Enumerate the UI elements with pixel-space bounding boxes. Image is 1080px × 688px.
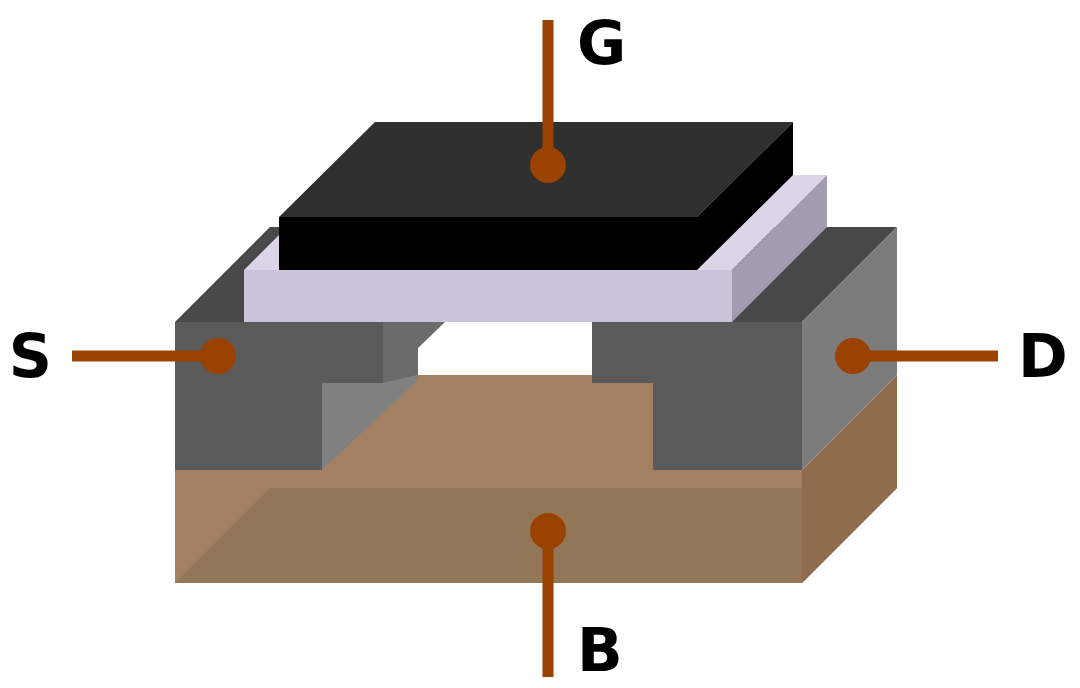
pin-name: D (1018, 326, 1068, 386)
terminal-dots (200, 147, 871, 549)
drain-side (802, 227, 897, 470)
body-wire (543, 531, 554, 677)
source-contact (200, 338, 236, 374)
source-wire (72, 351, 218, 362)
pin-name: B (577, 620, 623, 680)
substrate-shade (175, 488, 897, 583)
source-inner-side (383, 322, 445, 383)
terminal-wires (72, 20, 998, 677)
source-region (175, 322, 383, 470)
gate-wire (543, 20, 554, 165)
gate-electrode (279, 217, 697, 270)
body-contact (530, 513, 566, 549)
pin-name: G (577, 13, 626, 73)
drain-wire (853, 351, 998, 362)
source-lower-side (322, 375, 418, 470)
drain-contact (835, 338, 871, 374)
gate-contact (530, 147, 566, 183)
pin-name: S (9, 326, 52, 386)
drain-region (592, 322, 802, 470)
channel-top (418, 375, 592, 383)
gate-oxide (244, 270, 732, 322)
gate-side (697, 122, 793, 270)
